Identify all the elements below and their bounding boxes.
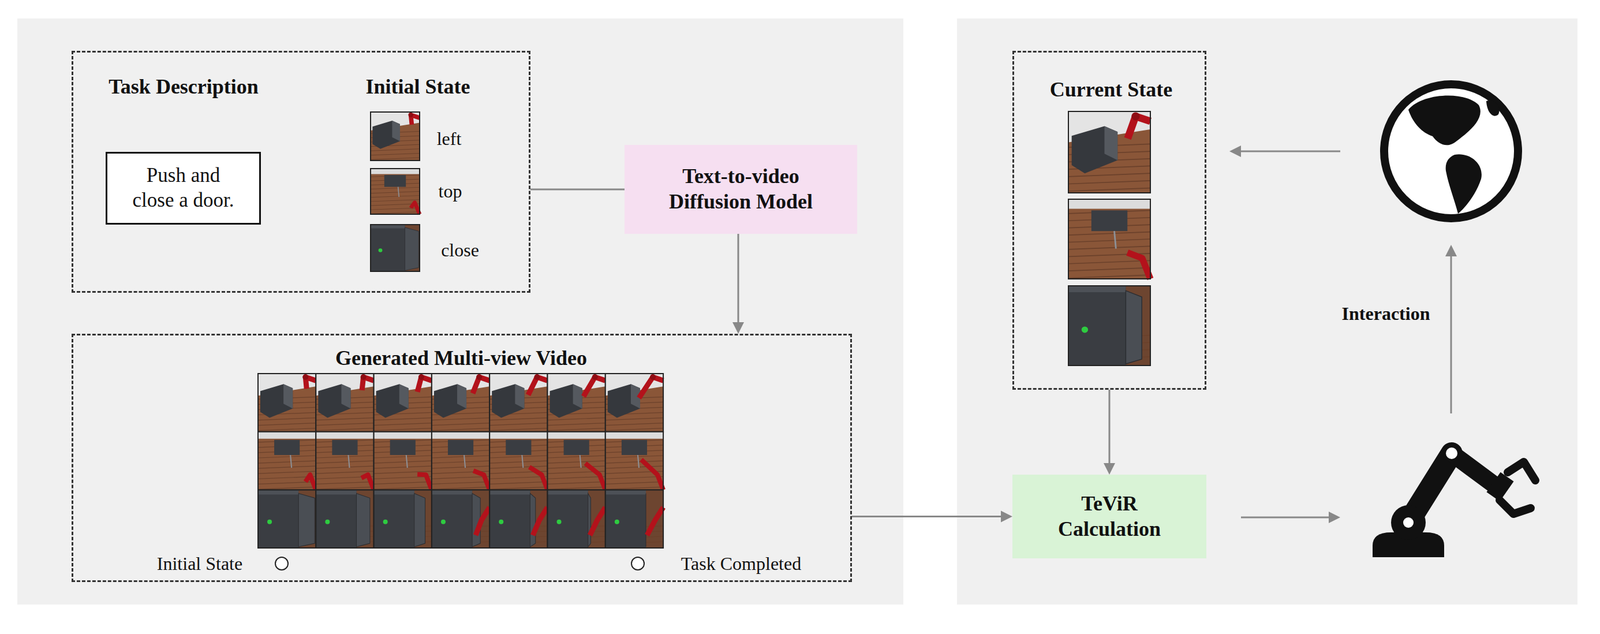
sim-frame — [1068, 111, 1151, 193]
box-text: TeViR Calculation — [1041, 491, 1178, 542]
sim-frame — [1068, 199, 1151, 279]
text-holder: Push and close a door. — [124, 163, 243, 213]
dashed-group: Current State — [1012, 50, 1207, 390]
sim-frame — [370, 224, 420, 272]
sim-frame — [374, 373, 432, 432]
sim-frame — [258, 373, 316, 432]
connector-line — [851, 515, 1001, 518]
arrow-head — [1000, 510, 1013, 523]
marker-circle — [275, 556, 289, 570]
sim-frame — [258, 489, 316, 548]
box-text: Text-to-video Diffusion Model — [649, 163, 832, 215]
sim-frame — [605, 373, 664, 432]
robot-icon — [1372, 447, 1536, 557]
arrow-line — [1240, 516, 1329, 519]
connector-line — [737, 233, 740, 323]
arrow-line — [1450, 256, 1453, 414]
connector — [1103, 389, 1116, 475]
sim-frame — [547, 431, 606, 491]
sim-frame — [315, 489, 374, 548]
sim-frame — [258, 431, 316, 491]
connector — [851, 510, 1013, 523]
label-text: top — [438, 180, 463, 203]
arrow-head — [1445, 244, 1457, 257]
label-text: left — [436, 128, 462, 150]
arrow-head — [1328, 511, 1341, 523]
sim-frame — [374, 431, 432, 491]
sim-frame — [374, 489, 432, 548]
heading-text: Current State — [1049, 77, 1173, 102]
box-text: Push and close a door. — [124, 163, 243, 213]
sim-frame — [547, 489, 606, 548]
text-holder: Text-to-video Diffusion Model — [649, 163, 832, 215]
connector-line — [530, 188, 625, 191]
arrow-head — [1229, 145, 1241, 157]
sim-frame — [431, 489, 490, 548]
sim-frame — [1068, 285, 1151, 366]
label-text: Initial State — [156, 552, 243, 575]
text-holder: TeViR Calculation — [1041, 491, 1178, 542]
arrow-head — [1103, 462, 1116, 475]
sim-frame — [605, 489, 664, 548]
sim-frame — [315, 373, 374, 432]
sim-frame — [370, 111, 420, 161]
sim-frame — [489, 373, 548, 432]
sim-frame — [431, 431, 490, 491]
sim-frame — [431, 373, 490, 432]
heading-text: Generated Multi-view Video — [335, 345, 588, 370]
arrow-head — [732, 322, 745, 334]
sim-frame — [370, 168, 420, 215]
task-box: Push and close a door. — [105, 151, 261, 225]
arrow-line — [1240, 150, 1341, 153]
sim-frame — [605, 431, 664, 491]
label-text: close — [440, 239, 480, 261]
globe-icon — [1384, 84, 1519, 219]
sim-frame — [315, 431, 374, 491]
dashed-group: Generated Multi-view Video — [71, 333, 852, 582]
connector — [732, 233, 745, 334]
marker-circle — [631, 556, 645, 570]
connector — [530, 189, 625, 190]
sim-frame — [489, 489, 548, 548]
sim-frame — [489, 431, 548, 491]
heading-text: Initial State — [365, 74, 470, 99]
label-text: Task Completed — [681, 552, 802, 575]
model-box: Text-to-video Diffusion Model — [624, 144, 858, 234]
connector-line — [1108, 389, 1111, 463]
sim-frame — [547, 373, 606, 432]
left-panel — [17, 18, 904, 605]
heading-text: Task Description — [108, 74, 259, 99]
process-box: TeViR Calculation — [1012, 474, 1207, 559]
right-panel — [956, 18, 1578, 605]
label-text: Interaction — [1341, 303, 1431, 325]
